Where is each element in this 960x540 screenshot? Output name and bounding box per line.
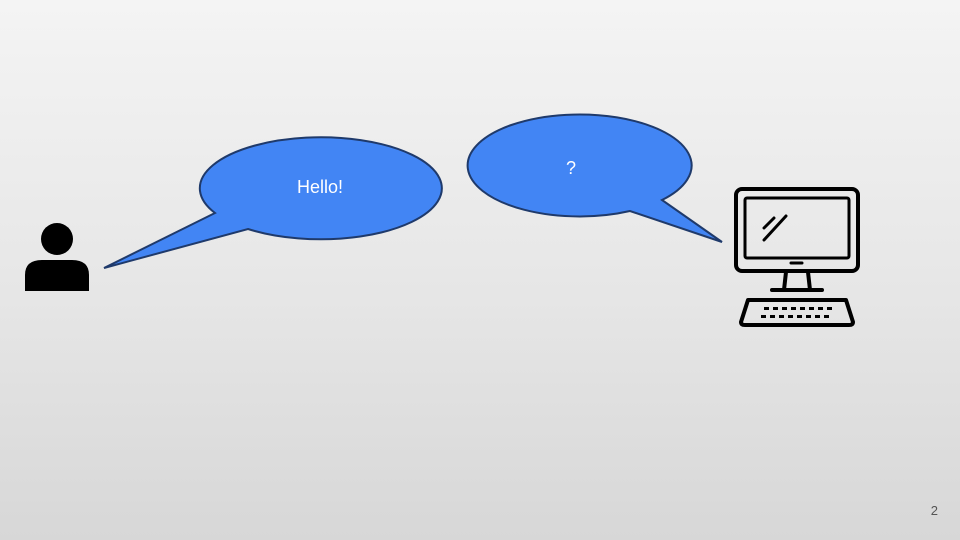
question-bubble-shape	[466, 113, 723, 243]
hello-speech-bubble: Hello!	[103, 136, 443, 269]
person-icon	[25, 223, 89, 291]
slide-page-number: 2	[930, 503, 938, 518]
question-bubble-text: ?	[566, 158, 576, 178]
hello-bubble-text: Hello!	[297, 177, 343, 197]
hello-bubble-shape	[103, 136, 443, 269]
question-speech-bubble: ?	[466, 113, 723, 243]
keyboard-keys	[761, 307, 832, 318]
desktop-computer-icon	[734, 187, 860, 327]
